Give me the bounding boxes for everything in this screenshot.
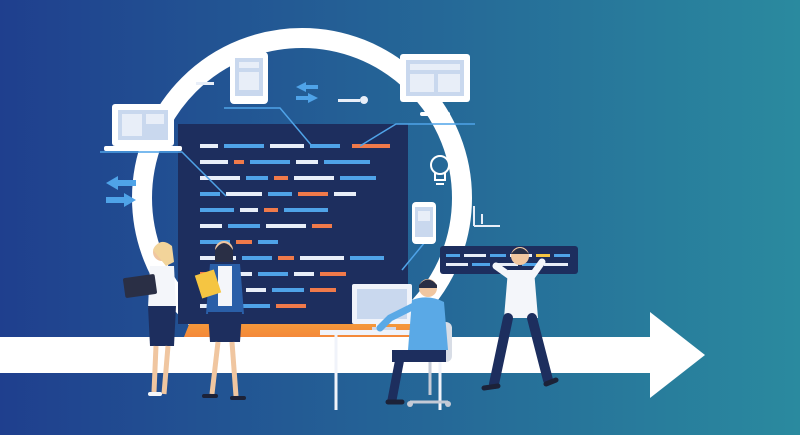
floating-code-panel (440, 246, 578, 274)
lightbulb-icon (430, 155, 450, 185)
process-arrow (0, 312, 705, 398)
woman-with-laptop (123, 241, 176, 396)
smartphone-icon (412, 202, 436, 244)
small-pin-icon (338, 96, 368, 104)
tablet-icon (230, 52, 268, 104)
connector-lines (100, 107, 475, 271)
exchange-arrows-icon (296, 82, 318, 103)
code-lines (200, 144, 390, 308)
laptop-icon (104, 104, 182, 151)
small-dash (196, 82, 214, 85)
monitor-icon (400, 54, 470, 116)
woman-with-folder (194, 241, 246, 400)
man-holding-code-panel (481, 247, 559, 391)
bar-chart-icon (473, 206, 500, 227)
man-at-desk-computer (376, 279, 452, 407)
exchange-arrows-left-icon (106, 176, 136, 207)
